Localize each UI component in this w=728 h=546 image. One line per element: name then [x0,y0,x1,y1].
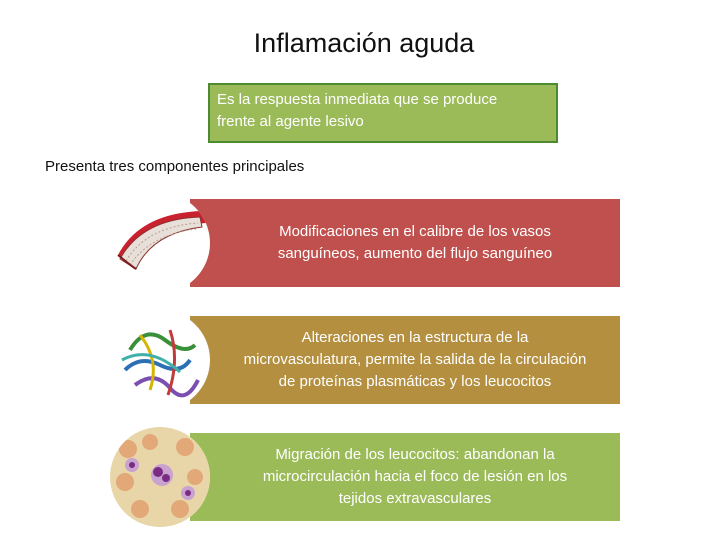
component-3-line-2: microcirculación hacia el foco de lesión… [262,468,568,485]
component-row-3: Migración de los leucocitos: abandonan l… [110,427,620,527]
component-2-line-3: de proteínas plasmáticas y los leucocito… [278,373,552,390]
blood-vessel-icon [110,193,210,293]
component-2-line-1: Alteraciones en la estructura de la [301,329,529,346]
component-3-line-1: Migración de los leucocitos: abandonan l… [275,446,555,463]
component-row-2: Alteraciones en la estructura de la micr… [110,310,620,410]
page-title: Inflamación aguda [253,28,475,58]
component-1-line-2: sanguíneos, aumento del flujo sanguíneo [277,245,553,262]
component-bar-2: Alteraciones en la estructura de la micr… [190,316,620,404]
intro-text: Presenta tres componentes principales [45,158,305,175]
component-bar-1: Modificaciones en el calibre de los vaso… [190,199,620,287]
component-2-line-2: microvasculatura, permite la salida de l… [243,351,587,368]
leukocyte-cells-icon [110,427,210,527]
definition-line-1: Es la respuesta inmediata que se produce [217,91,498,108]
component-3-line-3: tejidos extravasculares [338,490,492,507]
protein-structure-icon [110,310,210,410]
definition-box: Es la respuesta inmediata que se produce… [208,83,558,143]
component-row-1: Modificaciones en el calibre de los vaso… [110,193,620,293]
component-bar-3: Migración de los leucocitos: abandonan l… [190,433,620,521]
component-1-line-1: Modificaciones en el calibre de los vaso… [279,223,551,240]
definition-line-2: frente al agente lesivo [217,113,364,130]
